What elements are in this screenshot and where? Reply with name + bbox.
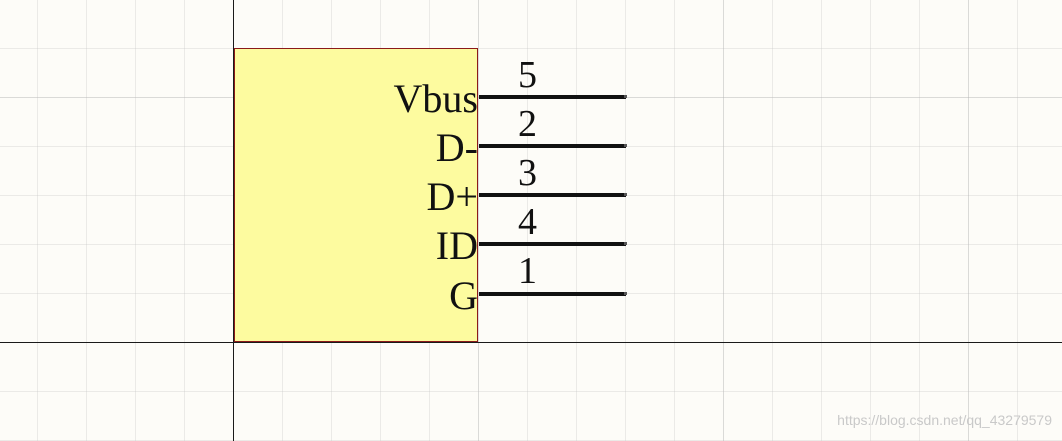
pin-line-g[interactable] bbox=[479, 292, 626, 296]
pin-line-d-minus[interactable] bbox=[479, 144, 626, 148]
pin-label-id: ID bbox=[435, 223, 478, 268]
watermark-text: https://blog.csdn.net/qq_43279579 bbox=[837, 412, 1052, 428]
pin-line-id[interactable] bbox=[479, 242, 626, 246]
pin-number-g: 1 bbox=[518, 250, 537, 292]
pin-label-d-minus: D- bbox=[435, 125, 478, 170]
pin-end-d-plus[interactable] bbox=[624, 193, 627, 196]
pin-number-d-plus: 3 bbox=[518, 152, 537, 194]
origin-axis-vertical bbox=[233, 0, 234, 441]
pin-number-id: 4 bbox=[518, 201, 537, 243]
pin-end-d-minus[interactable] bbox=[624, 144, 627, 147]
pin-label-vbus: Vbus bbox=[393, 76, 478, 121]
component-body[interactable] bbox=[234, 48, 478, 342]
pin-number-d-minus: 2 bbox=[518, 103, 537, 145]
pin-line-vbus[interactable] bbox=[479, 95, 626, 99]
pin-label-d-plus: D+ bbox=[426, 174, 478, 219]
pin-end-g[interactable] bbox=[624, 292, 627, 295]
origin-axis-horizontal bbox=[0, 342, 1062, 343]
pin-end-id[interactable] bbox=[624, 242, 627, 245]
pin-label-g: G bbox=[449, 273, 478, 318]
pin-line-d-plus[interactable] bbox=[479, 193, 626, 197]
pin-end-vbus[interactable] bbox=[624, 95, 627, 98]
pin-number-vbus: 5 bbox=[518, 54, 537, 96]
